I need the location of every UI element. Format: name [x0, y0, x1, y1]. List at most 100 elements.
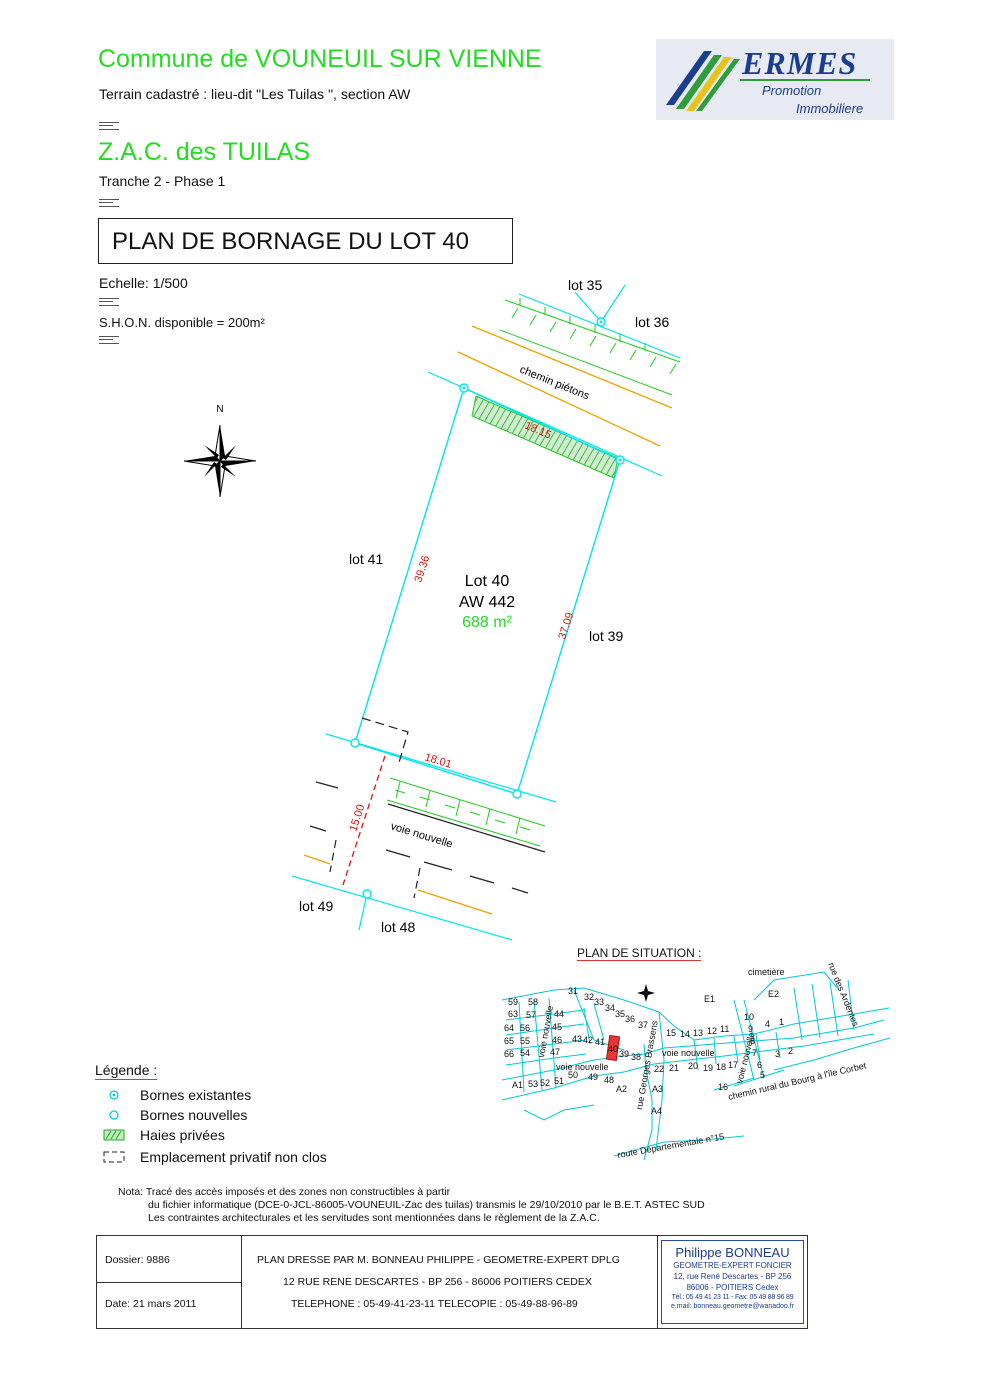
nota-line: du fichier informatique (DCE-0-JCL-86005…: [148, 1199, 705, 1211]
situation-lot-number: A2: [616, 1084, 627, 1094]
dossier-number: Dossier: 9886: [105, 1254, 170, 1266]
logo-stripes-icon: [666, 51, 870, 111]
situation-compass-icon: [637, 984, 655, 1002]
north-label: N: [216, 404, 223, 415]
situation-lot-number: 4: [765, 1019, 770, 1029]
situation-lot-number: A1: [512, 1080, 523, 1090]
logo-word: ERMES: [742, 45, 858, 81]
situation-lot-number: 51: [554, 1076, 564, 1086]
situation-lot-number: 6: [757, 1060, 762, 1070]
situation-lot-number: 39: [619, 1049, 629, 1059]
private-area-outline: [361, 717, 409, 767]
existing-marker-icon: [109, 1090, 119, 1100]
situation-lot-number: 43: [572, 1034, 582, 1044]
situation-lot-number: 22: [654, 1064, 664, 1074]
private-area-icon: [103, 1151, 125, 1163]
ermes-logo: ERMES Promotion Immobiliere: [656, 39, 894, 120]
situation-lot-number: 37: [638, 1020, 648, 1030]
situation-lot-number: 12: [707, 1026, 717, 1036]
lot-number: Lot 40: [465, 573, 510, 590]
situation-label-voie2: voie nouvelle: [556, 1062, 609, 1072]
voie-label: voie nouvelle: [389, 820, 454, 850]
situation-label-route: route Départementale n°15: [617, 1131, 725, 1160]
situation-lot-number: 32: [584, 992, 594, 1002]
road-edge-dashes: [309, 781, 546, 899]
surveyor-addr1: 12, rue René Descartes - BP 256: [673, 1272, 792, 1281]
lot-35-label: lot 35: [568, 277, 602, 293]
nota: Nota: Tracé des accès imposés et des zon…: [118, 1186, 705, 1225]
surveyor-statement: PLAN DRESSE PAR M. BONNEAU PHILIPPE - GE…: [257, 1254, 620, 1266]
situation-lot-number: 57: [526, 1010, 536, 1020]
situation-lot-highlight: [605, 1034, 621, 1062]
lot-48-label: lot 48: [381, 919, 415, 935]
situation-lot-number: 50: [568, 1070, 578, 1080]
situation-lot-number: 36: [625, 1014, 635, 1024]
situation-lot-number: 65: [504, 1036, 514, 1046]
situation-lot-number: 8: [750, 1036, 755, 1046]
situation-lot-number: 17: [728, 1060, 738, 1070]
surveyor-tel: Tél.: 05 49 41 23 11 - Fax: 05 49 88 96 …: [671, 1294, 794, 1301]
situation-lot-number: 20: [688, 1061, 698, 1071]
legend-label: Haies privées: [140, 1127, 225, 1143]
situation-map: cimetière rue des Ardentes rue Georges B…: [501, 961, 891, 1161]
situation-lot-number: 52: [540, 1078, 550, 1088]
situation-lot-number: 44: [554, 1009, 564, 1019]
bottom-hedges: [386, 777, 546, 847]
situation-lot-number: 9: [748, 1024, 753, 1034]
legend-title: Légende :: [95, 1062, 158, 1080]
compass-rose-icon: [183, 424, 257, 498]
surveyor-addr2: 86006 - POITIERS Cedex: [686, 1283, 779, 1292]
situation-lot-number: 16: [718, 1082, 728, 1092]
boundary-plan: N: [183, 277, 681, 941]
situation-lot-number: 3: [775, 1049, 780, 1059]
situation-lot-number: 58: [528, 997, 538, 1007]
situation-lot-number: 41: [595, 1037, 605, 1047]
situation-lot-number: E1: [704, 994, 715, 1004]
section-mark: [99, 122, 119, 130]
situation-title: PLAN DE SITUATION :: [577, 946, 702, 961]
situation-label-voie3: voie nouvelle: [662, 1048, 715, 1058]
title-block: Dossier: 9886 Date: 21 mars 2011 PLAN DR…: [96, 1235, 808, 1329]
situation-lot-number: 1: [779, 1017, 784, 1027]
surveyor-stamp: Philippe BONNEAU GEOMETRE-EXPERT FONCIER…: [661, 1240, 804, 1324]
situation-lot-number: 47: [550, 1047, 560, 1057]
situation-lot-number: 38: [631, 1052, 641, 1062]
legend-label: Bornes nouvelles: [140, 1107, 248, 1123]
situation-lot-number: 46: [552, 1035, 562, 1045]
situation-lot-number: 66: [504, 1049, 514, 1059]
tranche-caption: Tranche 2 - Phase 1: [99, 173, 226, 189]
situation-lot-number: 42: [583, 1035, 593, 1045]
section-mark: [99, 199, 119, 207]
situation-lot-number: 45: [552, 1022, 562, 1032]
situation-streets: [501, 971, 891, 1161]
section-mark: [99, 336, 119, 344]
lot-41-label: lot 41: [349, 551, 383, 567]
surveyor-address: 12 RUE RENE DESCARTES - BP 256 - 86006 P…: [283, 1276, 592, 1288]
situation-lot-number: 10: [744, 1012, 754, 1022]
surveyor-title: GEOMETRE-EXPERT FONCIER: [673, 1261, 792, 1270]
legend-label: Bornes existantes: [140, 1087, 252, 1103]
situation-lot-number: A3: [652, 1084, 663, 1094]
hedge-swatch-icon: [103, 1129, 125, 1141]
scale-caption: Echelle: 1/500: [99, 275, 188, 291]
situation-lot-number: 53: [528, 1079, 538, 1089]
section-mark: [99, 298, 119, 306]
footpath-lines: [303, 325, 673, 915]
situation-lot-number: 40: [608, 1044, 618, 1054]
lot-39-label: lot 39: [589, 628, 623, 644]
legend-new-markers: Bornes nouvelles: [102, 1107, 247, 1125]
legend-existing-markers: Bornes existantes: [102, 1087, 251, 1105]
situation-lot-number: 48: [604, 1075, 614, 1085]
plan-title: PLAN DE BORNAGE DU LOT 40: [98, 218, 513, 264]
dim-left: 39.36: [412, 554, 432, 584]
situation-lot-number: 33: [594, 997, 604, 1007]
situation-lot-number: 35: [615, 1009, 625, 1019]
situation-lot-number: 49: [588, 1072, 598, 1082]
legend-private-area: Emplacement privatif non clos: [102, 1149, 327, 1166]
surveyor-name: Philippe BONNEAU: [675, 1245, 790, 1260]
nota-line: Nota: Tracé des accès imposés et des zon…: [118, 1186, 451, 1198]
situation-lot-number: 64: [504, 1023, 514, 1033]
commune-title: Commune de VOUNEUIL SUR VIENNE: [98, 45, 542, 73]
terrain-caption: Terrain cadastré : lieu-dit "Les Tuilas …: [99, 86, 411, 102]
situation-lot-number: A4: [651, 1106, 662, 1116]
